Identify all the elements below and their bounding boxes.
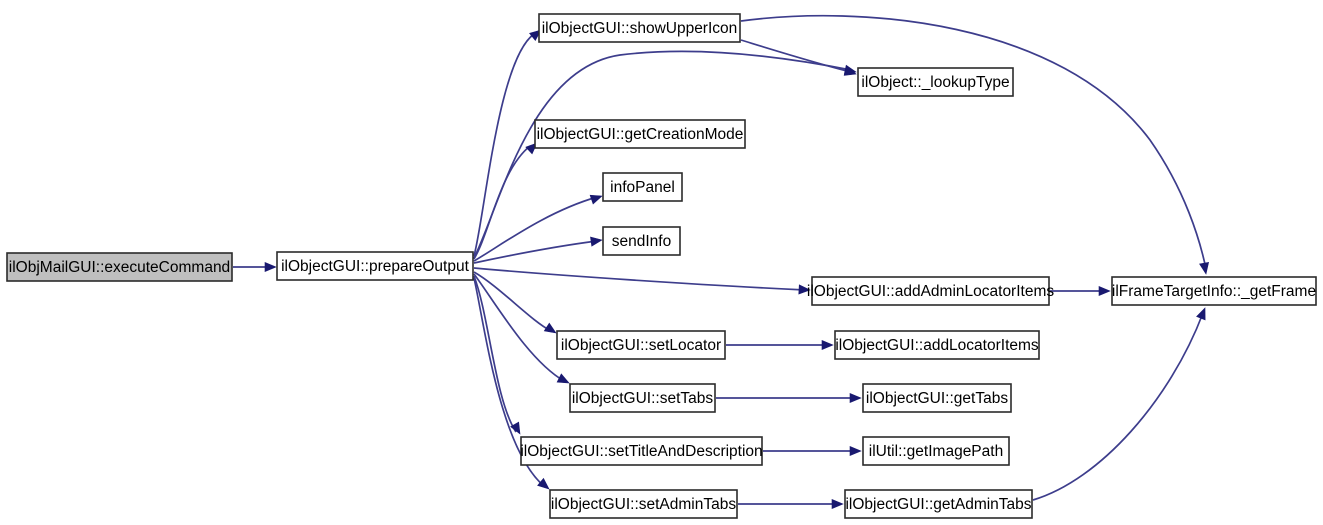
node-label-addAdminLocatorItems: ilObjectGUI::addAdminLocatorItems	[807, 283, 1054, 300]
node-box-getAdminTabs[interactable]	[844, 489, 1033, 519]
call-edge-prepareOutput-to-showUpperIcon	[473, 33, 535, 257]
node-addAdminLocatorItems[interactable]: ilObjectGUI::addAdminLocatorItems	[807, 276, 1054, 306]
call-edge-prepareOutput-to-setTabs	[473, 273, 565, 382]
node-label-setLocator: ilObjectGUI::setLocator	[561, 337, 721, 354]
arrowhead-prepareOutput-to-setTabs	[556, 373, 570, 384]
arrowhead-setLocator-to-addLocatorItems	[821, 339, 834, 351]
node-box-infoPanel[interactable]	[602, 172, 683, 202]
node-getFrame[interactable]: ilFrameTargetInfo::_getFrame	[1111, 276, 1317, 306]
node-label-getImagePath: ilUtil::getImagePath	[869, 443, 1003, 460]
edges-layer	[233, 14, 1207, 505]
node-box-getCreationMode[interactable]	[534, 119, 746, 149]
node-box-showUpperIcon[interactable]	[538, 13, 741, 43]
node-showUpperIcon[interactable]: ilObjectGUI::showUpperIcon	[538, 13, 741, 43]
arrowhead-setTitleAndDescription-to-getImagePath	[849, 445, 862, 457]
arrowhead-prepareOutput-to-showUpperIcon	[529, 29, 542, 42]
node-setAdminTabs[interactable]: ilObjectGUI::setAdminTabs	[549, 489, 738, 519]
node-setLocator[interactable]: ilObjectGUI::setLocator	[556, 330, 726, 360]
call-edge-prepareOutput-to-setTitleAndDescription	[473, 275, 517, 433]
node-label-getAdminTabs: ilObjectGUI::getAdminTabs	[845, 496, 1031, 513]
node-infoPanel[interactable]: infoPanel	[602, 172, 683, 202]
node-sendInfo[interactable]: sendInfo	[602, 226, 681, 256]
node-label-getCreationMode: ilObjectGUI::getCreationMode	[537, 126, 744, 143]
node-label-lookupType: ilObject::_lookupType	[861, 74, 1009, 91]
call-edge-prepareOutput-to-getCreationMode	[473, 145, 531, 260]
node-label-infoPanel: infoPanel	[610, 179, 675, 196]
arrowhead-setAdminTabs-to-getAdminTabs	[831, 498, 844, 510]
node-box-setLocator[interactable]	[556, 330, 726, 360]
node-box-prepareOutput[interactable]	[276, 251, 474, 281]
node-label-getTabs: ilObjectGUI::getTabs	[866, 390, 1008, 407]
node-label-showUpperIcon: ilObjectGUI::showUpperIcon	[542, 20, 738, 37]
arrowhead-addAdminLocatorItems-to-getFrame	[1098, 285, 1111, 297]
node-getAdminTabs[interactable]: ilObjectGUI::getAdminTabs	[844, 489, 1033, 519]
arrowhead-showUpperIcon-to-lookupType	[843, 66, 857, 76]
arrowhead-prepareOutput-to-infoPanel	[589, 194, 603, 205]
arrowhead-showUpperIcon-to-getFrame	[1199, 261, 1210, 275]
node-box-getTabs[interactable]	[862, 383, 1012, 413]
arrowhead-getAdminTabs-to-getFrame	[1196, 307, 1206, 321]
call-edge-showUpperIcon-to-lookupType	[740, 39, 852, 73]
call-edge-prepareOutput-to-addAdminLocatorItems	[473, 267, 806, 291]
arrowhead-executeCommand-to-prepareOutput	[264, 261, 277, 273]
arrowhead-prepareOutput-to-setLocator	[543, 322, 557, 334]
node-box-lookupType[interactable]	[857, 67, 1014, 97]
node-executeCommand[interactable]: ilObjMailGUI::executeCommand	[6, 252, 233, 282]
node-label-setAdminTabs: ilObjectGUI::setAdminTabs	[551, 496, 736, 513]
call-edge-prepareOutput-to-setLocator	[473, 271, 552, 332]
arrowhead-prepareOutput-to-setAdminTabs	[537, 477, 550, 490]
node-label-executeCommand: ilObjMailGUI::executeCommand	[9, 259, 230, 276]
node-getCreationMode[interactable]: ilObjectGUI::getCreationMode	[534, 119, 746, 149]
node-getTabs[interactable]: ilObjectGUI::getTabs	[862, 383, 1012, 413]
node-box-addAdminLocatorItems[interactable]	[811, 276, 1050, 306]
arrowhead-prepareOutput-to-addAdminLocatorItems	[798, 284, 811, 295]
node-getImagePath[interactable]: ilUtil::getImagePath	[862, 436, 1010, 466]
node-label-setTabs: ilObjectGUI::setTabs	[572, 390, 714, 407]
node-box-executeCommand[interactable]	[6, 252, 233, 282]
call-edge-getAdminTabs-to-getFrame	[1032, 312, 1204, 501]
node-label-setTitleAndDescription: ilObjectGUI::setTitleAndDescription	[520, 443, 762, 460]
node-label-prepareOutput: ilObjectGUI::prepareOutput	[281, 258, 470, 275]
arrowheads-layer	[264, 29, 1210, 510]
node-box-getFrame[interactable]	[1111, 276, 1317, 306]
node-box-addLocatorItems[interactable]	[834, 330, 1040, 360]
call-edge-prepareOutput-to-infoPanel	[473, 196, 598, 262]
node-label-addLocatorItems: ilObjectGUI::addLocatorItems	[835, 337, 1039, 354]
node-box-setAdminTabs[interactable]	[549, 489, 738, 519]
node-setTitleAndDescription[interactable]: ilObjectGUI::setTitleAndDescription	[520, 436, 763, 466]
node-box-sendInfo[interactable]	[602, 226, 681, 256]
node-prepareOutput[interactable]: ilObjectGUI::prepareOutput	[276, 251, 474, 281]
node-box-getImagePath[interactable]	[862, 436, 1010, 466]
arrowhead-prepareOutput-to-setTitleAndDescription	[510, 421, 521, 435]
node-box-setTitleAndDescription[interactable]	[520, 436, 763, 466]
node-box-setTabs[interactable]	[569, 383, 716, 413]
node-setTabs[interactable]: ilObjectGUI::setTabs	[569, 383, 716, 413]
node-addLocatorItems[interactable]: ilObjectGUI::addLocatorItems	[834, 330, 1040, 360]
arrowhead-setTabs-to-getTabs	[849, 392, 862, 404]
node-lookupType[interactable]: ilObject::_lookupType	[857, 67, 1014, 97]
call-edge-prepareOutput-to-setAdminTabs	[473, 277, 546, 488]
node-label-getFrame: ilFrameTargetInfo::_getFrame	[1112, 283, 1316, 300]
call-edge-prepareOutput-to-sendInfo	[473, 240, 598, 264]
call-edge-showUpperIcon-to-getFrame	[740, 14, 1207, 270]
arrowhead-prepareOutput-to-sendInfo	[590, 236, 603, 247]
node-label-sendInfo: sendInfo	[612, 233, 671, 250]
